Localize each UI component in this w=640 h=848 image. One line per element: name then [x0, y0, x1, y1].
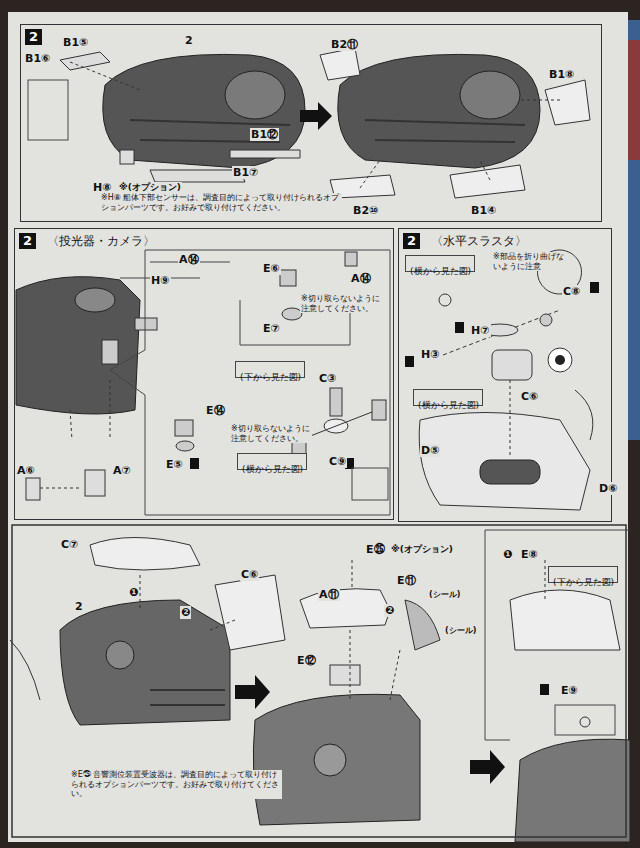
callout-number: C③	[318, 372, 337, 385]
note-text: ※切り取らないように注意してください。	[300, 294, 382, 313]
callout-number: E⑫	[296, 654, 317, 667]
callout-number: E⑨	[560, 684, 579, 697]
part-label: ※(オプション)	[390, 544, 454, 555]
callout-number: ❷	[384, 604, 395, 617]
part-label: ※(オプション)	[118, 182, 182, 193]
step-number: 2	[403, 233, 420, 249]
view-box: (横から見た図)	[405, 255, 475, 272]
view-box: (横から見た図)	[413, 389, 483, 406]
callout-number: H③	[420, 348, 441, 361]
part-label: (シール)	[428, 590, 461, 600]
section-heading: 〈水平スラスタ〉	[429, 233, 529, 249]
view-label: (下から見た図)	[240, 372, 301, 383]
callout-number: D⑤	[420, 444, 440, 457]
part-label: B1⑦	[232, 166, 259, 179]
part-label: B1④	[470, 204, 497, 217]
note-text: ※部品を折り曲げないように注意	[492, 252, 566, 271]
view-label: (下から見た図)	[553, 577, 614, 588]
callout-number: H⑦	[470, 324, 491, 337]
note-text: ※E㉕ 音響測位装置受波器は、調査目的によって取り付けられるオプションパーツです…	[70, 770, 282, 799]
view-label: (横から見た図)	[410, 266, 471, 277]
callout-number: A⑥	[16, 464, 36, 477]
part-label: B1⑫	[250, 128, 279, 141]
callout-number: E⑪	[396, 574, 417, 587]
note-text: ※H⑧ 船体下部センサーは、調査目的によって取り付けられるオプションパーツです。…	[100, 193, 342, 212]
view-label: (横から見た図)	[418, 400, 479, 411]
part-label: (シール)	[444, 626, 477, 636]
part-label: B1⑥	[24, 52, 51, 65]
step-number: 2	[19, 233, 36, 249]
view-box: (横から見た図)	[237, 453, 307, 470]
callout-number: 2	[184, 34, 194, 47]
callout-number: E⑤	[165, 458, 184, 471]
callout-number: H⑨	[150, 274, 171, 287]
callout-number: A⑪	[318, 588, 340, 601]
section-heading: 〈投光器・カメラ〉	[45, 233, 157, 249]
callout-number: D⑥	[598, 482, 618, 495]
callout-number: A⑭	[178, 253, 200, 266]
step-number: 2	[25, 29, 42, 45]
callout-number: ❶	[128, 586, 139, 599]
callout-number: ❶	[502, 548, 513, 561]
callout-number: C⑦	[60, 538, 79, 551]
view-box: (下から見た図)	[548, 566, 618, 583]
view-label: (横から見た図)	[242, 464, 303, 475]
callout-number: E㉕	[365, 543, 386, 556]
callout-number: A⑭	[350, 272, 372, 285]
note-text: ※切り取らないように注意してください。	[230, 424, 312, 443]
callout-number: C⑨	[328, 455, 347, 468]
view-box: (下から見た図)	[235, 361, 305, 378]
step-panel: 2〈水平スラスタ〉(横から見た図)(横から見た図)	[398, 228, 612, 522]
callout-number: 2	[74, 600, 84, 613]
callout-number: C⑧	[562, 285, 581, 298]
callout-number: A⑦	[112, 464, 132, 477]
callout-number: C⑥	[520, 390, 539, 403]
callout-number: E⑧	[520, 548, 539, 561]
part-label: B1⑤	[62, 36, 89, 49]
callout-number: C⑥	[240, 568, 259, 581]
part-label: B1⑧	[548, 68, 575, 81]
part-label: B2⑩	[352, 204, 379, 217]
callout-number: E⑥	[262, 262, 281, 275]
callout-number: E⑦	[262, 322, 281, 335]
callout-number: ❷	[180, 606, 191, 619]
callout-number: E⑭	[205, 404, 226, 417]
part-label: B2⑪	[330, 38, 359, 51]
